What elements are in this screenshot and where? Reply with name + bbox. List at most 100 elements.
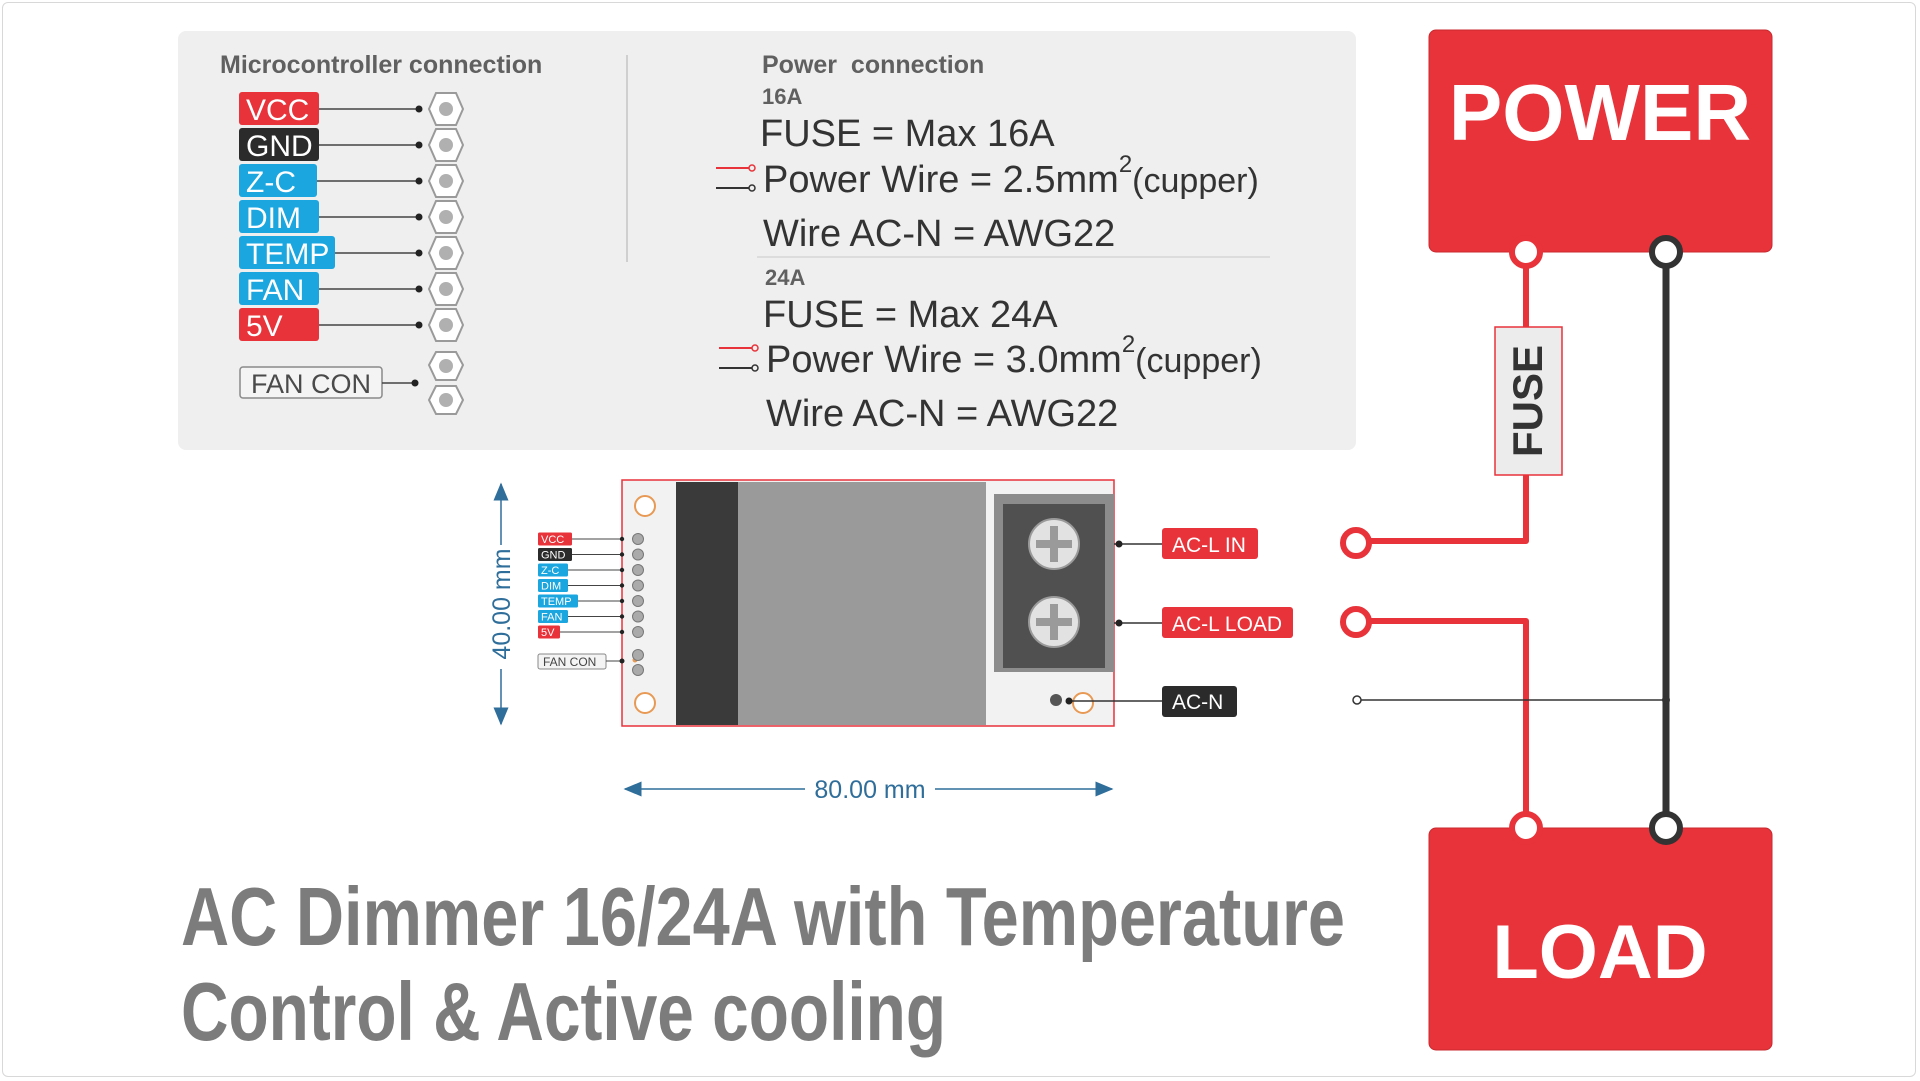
ac-n-tag	[1162, 686, 1237, 717]
pin-tag	[239, 164, 317, 197]
ac-l-load-terminal	[1340, 606, 1372, 638]
load-block	[1428, 827, 1773, 1051]
board-pin-header	[632, 548, 644, 561]
pin-label: Z-C	[246, 166, 296, 199]
pin-connector-hole	[439, 138, 453, 152]
ac-l-load-tag	[1162, 607, 1293, 638]
ac-l-in-label: AC-L IN	[1172, 534, 1246, 557]
micro-pin-dim: DIM	[239, 200, 465, 235]
pin-connector-hole	[439, 102, 453, 116]
pin-tag	[239, 236, 335, 269]
pin-connector-hole	[439, 318, 453, 332]
height-label-bg	[486, 545, 516, 669]
pin-wire-dot	[415, 141, 423, 149]
board-pin-header	[632, 533, 644, 545]
board-pin-tag	[538, 625, 560, 639]
board-pin-label: Z-C	[541, 565, 559, 577]
pin-wire-dot	[415, 321, 423, 329]
pin-tag	[239, 200, 319, 233]
pin-label: FAN	[246, 274, 304, 307]
neutral-junction	[1662, 696, 1670, 704]
board-pin-tag	[538, 610, 568, 623]
micro-pin-temp: TEMP	[239, 236, 465, 271]
neutral-branch-end	[1352, 695, 1362, 705]
board-pin-5v: 5V	[538, 625, 644, 639]
pin-label: GND	[246, 130, 313, 163]
micro-pin-fan: FAN	[239, 272, 465, 307]
power-terminal-live	[1509, 235, 1543, 269]
board-fan-con-label: FAN CON	[543, 655, 596, 669]
board-pin-dot	[619, 629, 625, 635]
power-connection-title: Power connection	[762, 51, 984, 79]
pin-connector-hole	[439, 282, 453, 296]
pin-wire-dot	[415, 105, 423, 113]
micro-pin-vcc: VCC	[239, 92, 465, 127]
fuse-24a: FUSE = Max 24A	[763, 294, 1058, 336]
board-pin-tag	[538, 563, 568, 577]
power-label: POWER	[1449, 68, 1751, 157]
ac-n-label: AC-N	[1172, 691, 1223, 714]
board-pin-vcc: VCC	[538, 532, 644, 546]
pin-tag	[239, 272, 319, 305]
micro-pin-5v: 5V	[239, 308, 465, 343]
board-pin-dot	[619, 567, 625, 573]
title-line-1: AC Dimmer 16/24A with Temperature	[181, 870, 1345, 963]
heatsink-dark	[676, 482, 738, 725]
board-pin-label: FAN	[541, 612, 562, 624]
board-pin-header	[632, 610, 644, 623]
height-label: 40.00 mm	[488, 548, 516, 659]
load-terminal-neutral	[1649, 811, 1683, 845]
wire-icon-16a	[716, 164, 756, 192]
board-fan-pin	[632, 649, 644, 661]
board-pin-dot	[619, 536, 625, 542]
board-fan-con-dot	[619, 658, 625, 664]
pin-tag	[239, 308, 319, 341]
board-pin-z-c: Z-C	[538, 563, 644, 577]
board-pin-temp: TEMP	[538, 594, 644, 608]
pin-wire-dot	[415, 285, 423, 293]
board-pin-header	[632, 626, 644, 638]
mount-hole	[634, 692, 656, 714]
board-pin-tag	[538, 532, 572, 546]
board-pin-dot	[619, 614, 625, 619]
pin-connector-hole	[439, 246, 453, 260]
board-pin-label: 5V	[541, 627, 555, 639]
pin-tag	[239, 92, 319, 125]
board-pin-dim: DIM	[538, 579, 644, 593]
width-label-bg	[805, 774, 935, 804]
heatsink	[738, 482, 986, 725]
board-pin-dot	[619, 598, 625, 604]
fuse-16a: FUSE = Max 16A	[760, 113, 1055, 155]
board-pin-label: GND	[541, 550, 566, 562]
board-pin-fan: FAN	[538, 610, 644, 624]
pin-label: VCC	[246, 94, 309, 127]
board-pin-dot	[619, 583, 625, 588]
mount-hole	[1072, 692, 1094, 714]
pin-wire-dot	[415, 177, 423, 185]
board-pin-header	[632, 595, 644, 607]
board-pin-tag	[538, 548, 572, 561]
ac-n-pad	[1050, 694, 1062, 706]
board-pin-dot	[619, 552, 625, 557]
ac-l-load-label: AC-L LOAD	[1172, 613, 1282, 636]
pin-label: DIM	[246, 202, 301, 235]
ac-l-in-terminal	[1340, 527, 1372, 559]
board-pin-gnd: GND	[538, 548, 644, 562]
pin-tag	[239, 128, 319, 161]
fan-con-label: FAN CON	[251, 369, 371, 399]
micro-pin-gnd: GND	[239, 128, 465, 163]
pin-label: TEMP	[246, 238, 329, 271]
acn-24a: Wire AC-N = AWG22	[766, 393, 1118, 435]
power-terminal-neutral	[1649, 235, 1683, 269]
board-pin-header	[632, 564, 644, 576]
board-pin-label: VCC	[541, 534, 564, 546]
pin-connector-hole	[439, 174, 453, 188]
ac-l-in-tag	[1162, 528, 1258, 559]
width-label: 80.00 mm	[814, 776, 925, 804]
fuse-label: FUSE	[1504, 345, 1551, 457]
